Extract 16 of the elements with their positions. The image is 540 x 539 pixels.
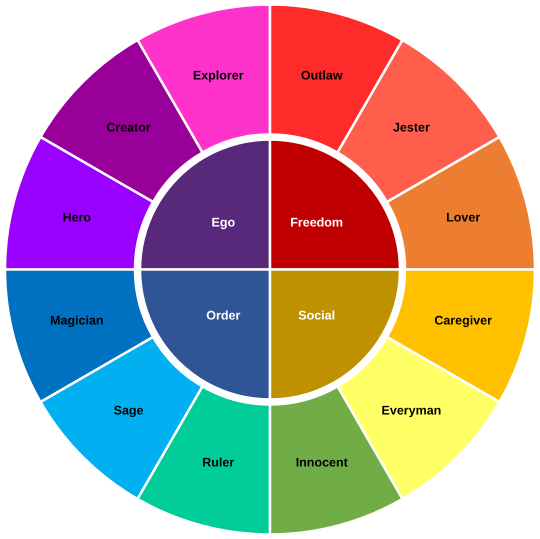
segment-label: Hero [62,210,92,226]
segment-label: Everyman [382,403,442,418]
segment-label: Innocent [296,455,348,470]
segment-label: Ego [212,215,236,230]
segment-label: Outlaw [300,68,343,84]
segment-label: Magician [50,314,104,329]
segment-label: Creator [106,120,151,136]
segment-label: Explorer [192,68,244,84]
segment-label: Ruler [202,455,234,470]
segment-label: Caregiver [434,314,492,329]
segment-label: Social [298,308,336,324]
segment-label: Lover [446,210,480,226]
segment-label: Order [206,308,240,324]
segment-label: Sage [114,403,144,418]
segment-label: Jester [392,120,430,136]
segment-label: Freedom [290,215,344,230]
